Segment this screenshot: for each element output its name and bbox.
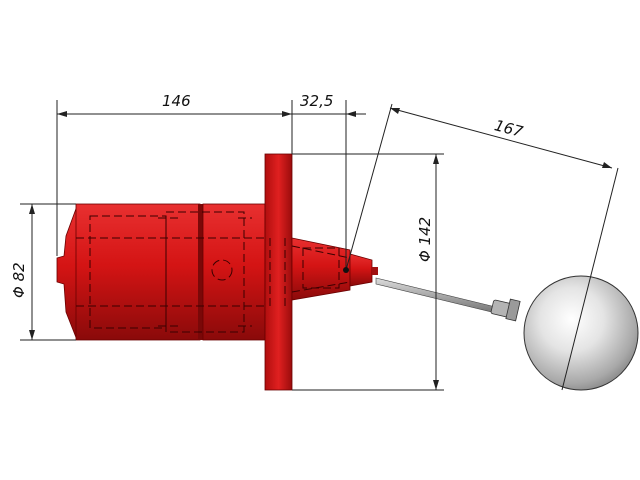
- float-ball: [523, 275, 639, 391]
- conical-nozzle: [291, 237, 351, 301]
- dim-label-146: 146: [162, 92, 191, 110]
- float-rod: [375, 277, 509, 317]
- hidden-lines: [76, 211, 351, 333]
- dimension-lines: [20, 100, 619, 391]
- flange: [264, 153, 293, 391]
- dim-label-diameter-82: Φ 82: [10, 262, 28, 298]
- float-assembly: [375, 275, 639, 391]
- dim-label-diameter-142: Φ 142: [416, 217, 434, 262]
- housing-body: [56, 153, 378, 391]
- nozzle-tip: [349, 253, 373, 287]
- nozzle-ring: [372, 267, 378, 275]
- back-cap: [56, 205, 78, 341]
- cylinder-joint: [198, 204, 204, 340]
- rear-cylinder: [75, 203, 201, 341]
- front-cylinder: [202, 203, 266, 341]
- rod-coupling-nut: [505, 298, 521, 322]
- dim-label-32-5: 32,5: [300, 92, 333, 110]
